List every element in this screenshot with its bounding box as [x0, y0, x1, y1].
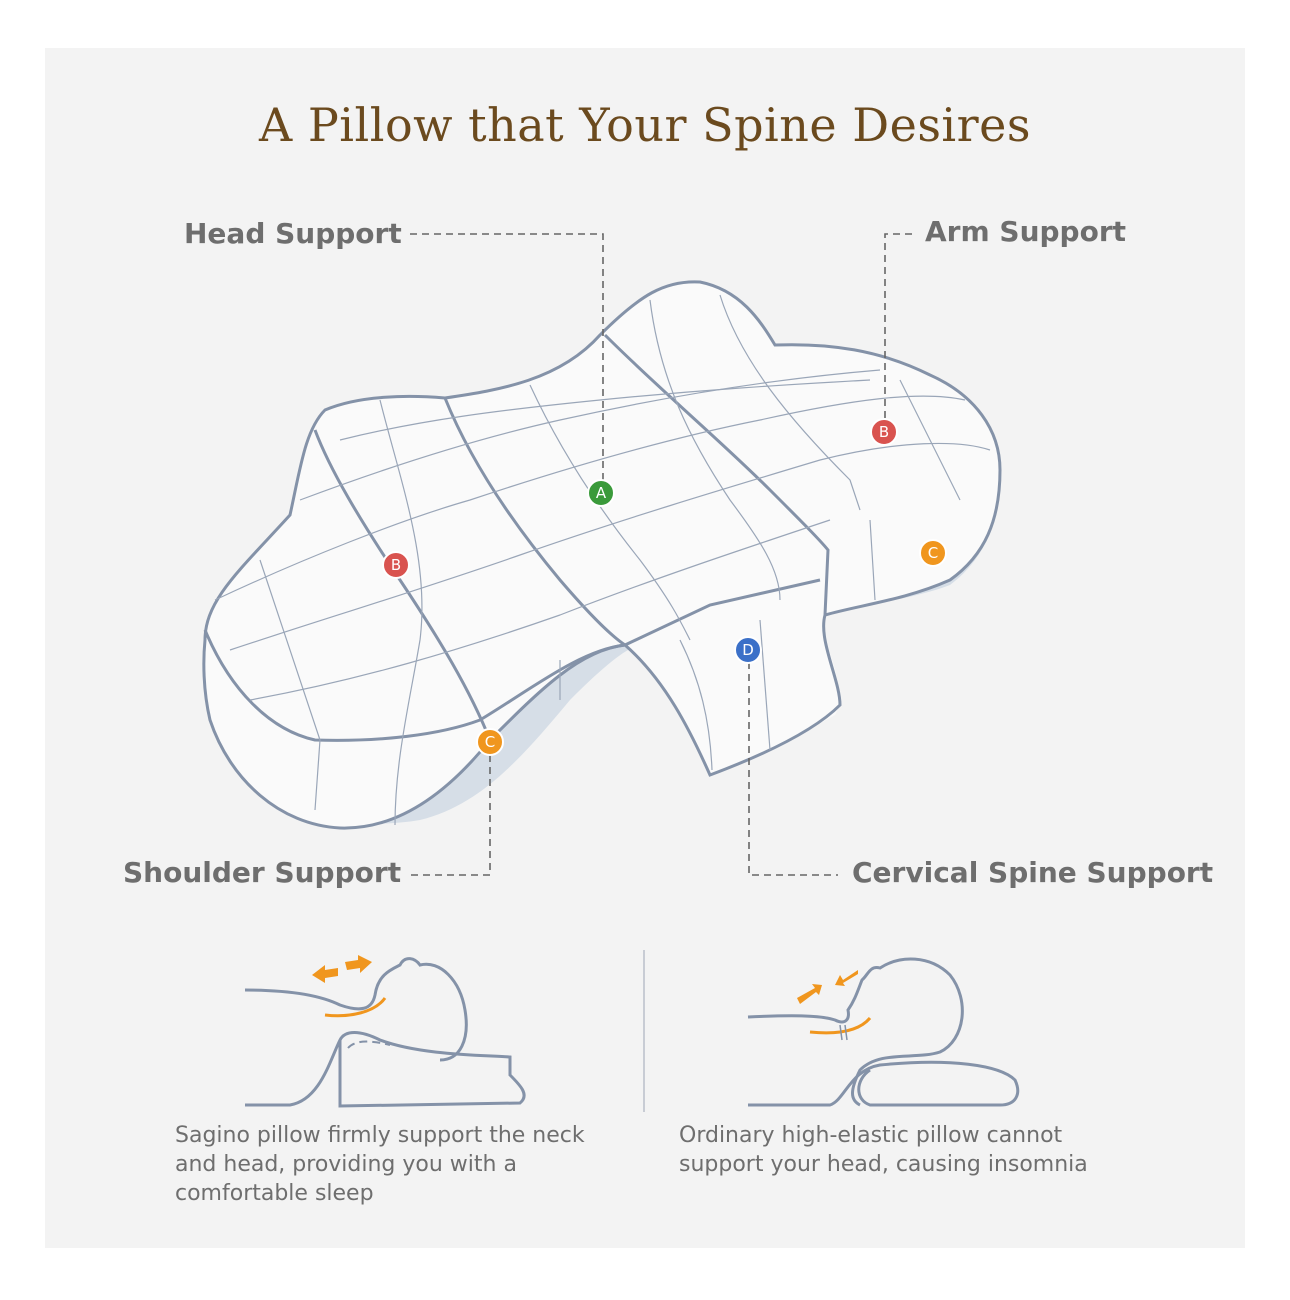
- sagino-caption: Sagino pillow firmly support the neck an…: [175, 1123, 585, 1206]
- marker-b-left: B: [382, 551, 410, 579]
- pillow-outline: [202, 280, 1002, 830]
- svg-text:B: B: [879, 423, 889, 441]
- pillow-contour-lines: [203, 333, 830, 742]
- orange-support-curves: [324, 997, 872, 1035]
- marker-a: A: [587, 479, 615, 507]
- marker-b-right: B: [870, 418, 898, 446]
- ordinary-caption: Ordinary high-elastic pillow cannot supp…: [679, 1123, 1088, 1177]
- svg-text:C: C: [928, 544, 938, 562]
- incorrect-sleep-illustration: [747, 957, 1020, 1107]
- page-title: A Pillow that Your Spine Desires: [259, 98, 1031, 152]
- svg-text:A: A: [596, 484, 607, 502]
- marker-c-right: C: [919, 539, 947, 567]
- svg-text:C: C: [485, 733, 495, 751]
- shoulder-support-label: Shoulder Support: [123, 856, 402, 889]
- marker-c-left: C: [476, 728, 504, 756]
- arrow-icons: [312, 955, 858, 1004]
- svg-text:D: D: [742, 641, 754, 659]
- cervical-spine-support-label: Cervical Spine Support: [852, 856, 1214, 889]
- pillow-grid-lines: [214, 294, 991, 826]
- leader-lines: [408, 233, 912, 876]
- arm-support-label: Arm Support: [925, 215, 1127, 248]
- marker-d: D: [734, 636, 762, 664]
- head-support-label: Head Support: [184, 217, 402, 250]
- svg-text:B: B: [391, 556, 401, 574]
- correct-sleep-illustration: [244, 957, 526, 1108]
